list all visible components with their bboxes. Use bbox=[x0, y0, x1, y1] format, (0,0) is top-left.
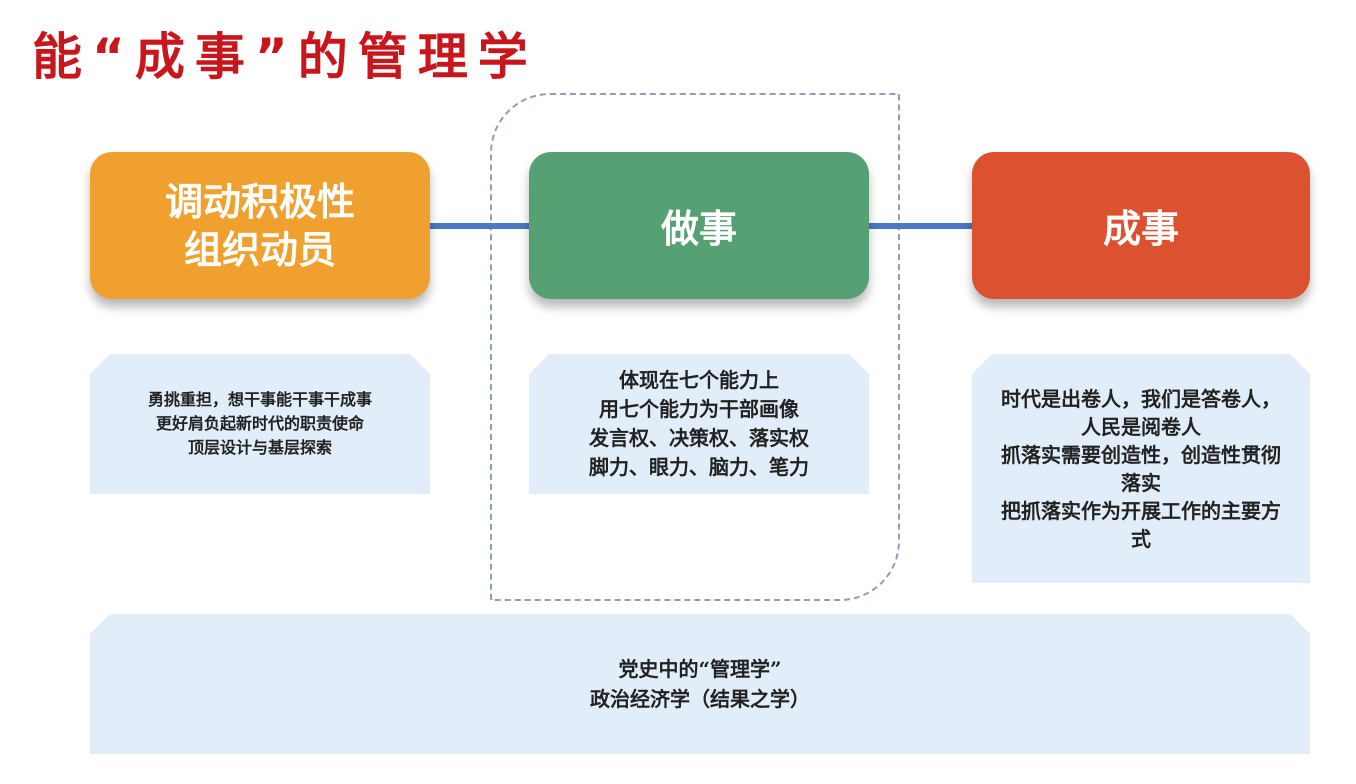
dashed-highlight-frame bbox=[490, 93, 900, 601]
connector-line-1 bbox=[428, 223, 532, 229]
desc-mobilize-line-1: 勇挑重担，想干事能干事干成事 bbox=[147, 390, 372, 409]
desc-doing-line-2: 用七个能力为干部画像 bbox=[599, 397, 799, 421]
page-title: 能“成事”的管理学 bbox=[32, 28, 538, 86]
desc-accomplish-line-3: 把抓落实作为开展工作的主要方式 bbox=[1001, 498, 1281, 551]
head-box-mobilize-line-1: 调动积极性 bbox=[164, 178, 355, 224]
head-box-doing-label: 做事 bbox=[660, 206, 737, 251]
head-box-mobilize: 调动积极性 组织动员 bbox=[90, 152, 430, 299]
desc-box-accomplish: 时代是出卷人，我们是答卷人，人民是阅卷人 抓落实需要创造性，创造性贯彻落实 把抓… bbox=[972, 354, 1310, 583]
head-box-accomplish-label: 成事 bbox=[1102, 206, 1179, 251]
desc-doing-line-4: 脚力、眼力、脑力、笔力 bbox=[589, 455, 809, 479]
desc-doing-line-1: 体现在七个能力上 bbox=[619, 368, 779, 392]
bottom-line-1: 党史中的“管理学” bbox=[618, 657, 782, 681]
head-box-mobilize-line-2: 组织动员 bbox=[183, 226, 336, 272]
head-box-doing: 做事 bbox=[529, 152, 869, 299]
bottom-summary-box: 党史中的“管理学” 政治经济学（结果之学） bbox=[90, 614, 1310, 754]
desc-box-mobilize: 勇挑重担，想干事能干事干成事 更好肩负起新时代的职责使命 顶层设计与基层探索 bbox=[90, 354, 430, 494]
desc-mobilize-line-3: 顶层设计与基层探索 bbox=[187, 438, 332, 457]
connector-line-2 bbox=[866, 223, 974, 229]
head-box-accomplish: 成事 bbox=[972, 152, 1310, 299]
desc-box-doing: 体现在七个能力上 用七个能力为干部画像 发言权、决策权、落实权 脚力、眼力、脑力… bbox=[529, 354, 869, 494]
desc-doing-line-3: 发言权、决策权、落实权 bbox=[589, 426, 809, 450]
desc-accomplish-line-1: 时代是出卷人，我们是答卷人，人民是阅卷人 bbox=[1001, 386, 1281, 439]
desc-accomplish-line-2: 抓落实需要创造性，创造性贯彻落实 bbox=[1001, 442, 1281, 495]
bottom-line-2: 政治经济学（结果之学） bbox=[590, 687, 810, 711]
desc-mobilize-line-2: 更好肩负起新时代的职责使命 bbox=[155, 414, 364, 433]
